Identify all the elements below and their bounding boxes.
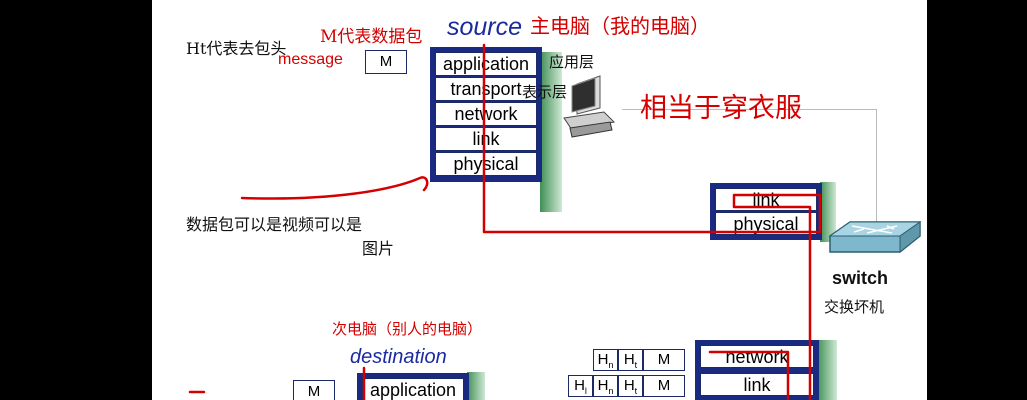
link-header-ht: Ht bbox=[618, 375, 643, 397]
source-title: source bbox=[447, 13, 523, 41]
switch-layer-physical: physical bbox=[715, 212, 817, 235]
router-protocol-stack: network link bbox=[695, 340, 819, 400]
dest-note: 次电脑（别人的电脑） bbox=[332, 320, 483, 338]
network-header-ht: Ht bbox=[618, 349, 643, 371]
link-header-hl: Hl bbox=[568, 375, 593, 397]
source-layer-transport: transport bbox=[435, 77, 537, 101]
source-layer-link: link bbox=[435, 127, 537, 151]
red-annotation-strokes bbox=[188, 43, 822, 400]
source-layer-network: network bbox=[435, 102, 537, 126]
packet-note-line1: 数据包可以是视频可以是 bbox=[186, 215, 363, 234]
link-header-m: M bbox=[643, 375, 685, 397]
link-header-hn: Hn bbox=[593, 375, 618, 397]
transport-note: 表示层 bbox=[522, 83, 568, 101]
destination-protocol-stack: application bbox=[357, 373, 469, 400]
source-message-box: M bbox=[365, 50, 407, 74]
dest-layer-application: application bbox=[362, 378, 464, 400]
destination-title: destination bbox=[350, 346, 447, 368]
slide: Ht代表去包头 message M M代表数据包 source 主电脑（我的电脑… bbox=[152, 0, 927, 400]
computer-icon bbox=[563, 75, 616, 138]
m-note: M代表数据包 bbox=[320, 27, 423, 47]
switch-device-icon bbox=[828, 221, 922, 254]
switch-note: 交换坏机 bbox=[824, 298, 885, 316]
guide-line-right bbox=[876, 109, 877, 229]
source-stack-shadow bbox=[540, 52, 562, 212]
dest-message-box: M bbox=[293, 380, 335, 400]
source-layer-application: application bbox=[435, 52, 537, 76]
app-layer-note: 应用层 bbox=[549, 53, 595, 71]
dest-stack-shadow bbox=[467, 372, 485, 400]
message-label: message bbox=[278, 51, 343, 68]
ht-note: Ht代表去包头 bbox=[186, 39, 287, 58]
switch-label: switch bbox=[832, 268, 889, 288]
packet-note-line2: 图片 bbox=[362, 239, 395, 258]
switch-stack-shadow bbox=[820, 182, 836, 242]
router-stack-shadow bbox=[817, 340, 837, 400]
network-header-m: M bbox=[643, 349, 685, 371]
router-layer-link: link bbox=[700, 373, 814, 396]
clothes-note: 相当于穿衣服 bbox=[640, 93, 802, 124]
diagram-drawing bbox=[188, 43, 922, 400]
network-header-hn: Hn bbox=[593, 349, 618, 371]
host-note: 主电脑（我的电脑） bbox=[530, 14, 710, 38]
source-layer-physical: physical bbox=[435, 152, 537, 176]
source-protocol-stack: application transport network link physi… bbox=[430, 47, 542, 182]
guide-line-top bbox=[622, 109, 877, 110]
